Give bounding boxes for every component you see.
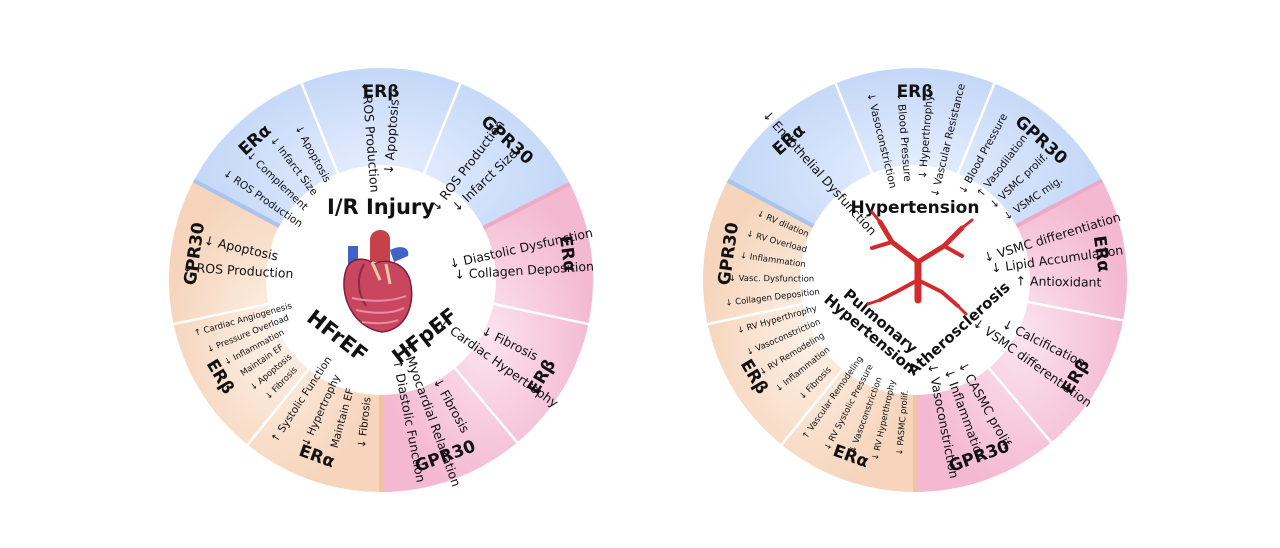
hub-label-ir: I/R Injury [327, 195, 435, 219]
effect-vasc-dysfunction: ↓ Vasc. Dysfunction [729, 274, 815, 285]
effect-ros-production: ↓ ROS Production [182, 259, 294, 281]
effect-apoptosis: ↓ Apoptosis [381, 99, 402, 176]
heart-icon [343, 229, 413, 333]
hub-label-htn: Hypertension [851, 198, 980, 218]
receptor-label: ERβ [363, 82, 400, 102]
receptor-label: ERβ [897, 82, 934, 102]
effect-fibrosis: ↓ Fibrosis [356, 396, 374, 448]
blood-vessel-icon [866, 210, 974, 316]
effect-antioxidant: ↑ Antioxidant [1015, 273, 1101, 289]
vascular-wheel: HypertensionPulmonaryHypertensionAtheros… [703, 67, 1127, 492]
